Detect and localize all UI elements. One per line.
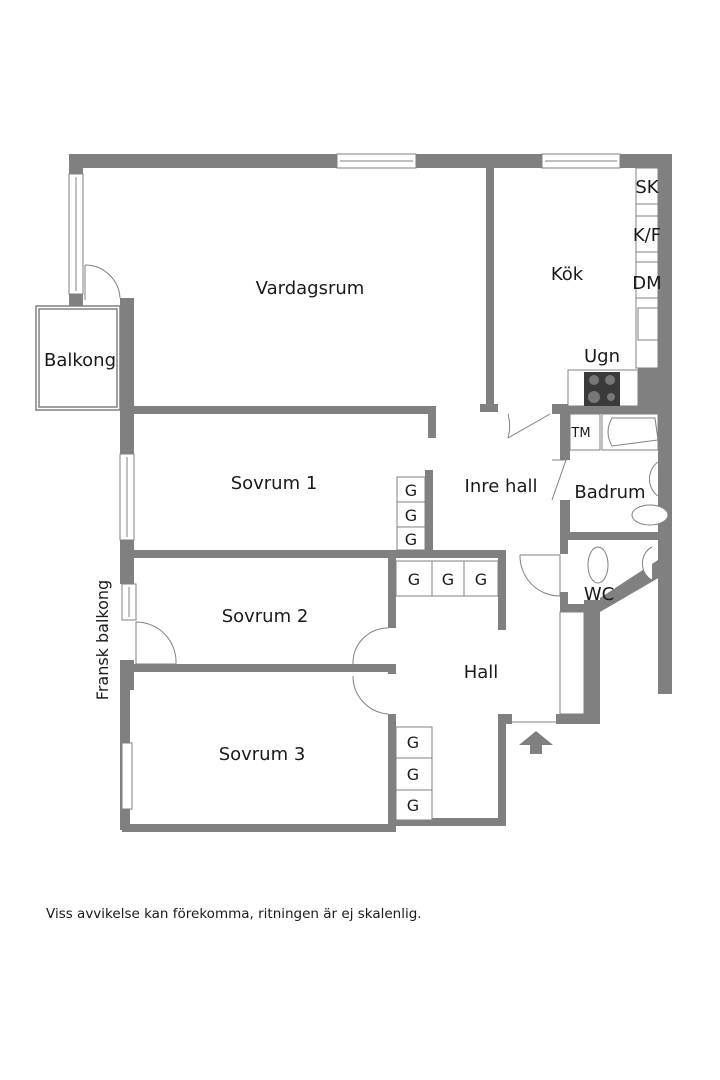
kitchen-unit-sk: SK [635,177,659,198]
windows [68,153,621,810]
laundry-tm: TM [570,426,590,441]
stove-icon [584,372,620,406]
wardrobe-labels: G G G G G G G G G [405,481,487,815]
entrance-arrow-icon [519,731,553,754]
room-label-inre-hall: Inre hall [465,476,538,497]
svg-text:G: G [405,530,417,549]
doors [84,264,585,723]
bathroom-fixtures [569,413,669,584]
balcony-outline [35,305,121,411]
room-label-sovrum1: Sovrum 1 [231,473,318,494]
kitchen-unit-dm: DM [632,273,661,294]
svg-text:G: G [475,570,487,589]
room-label-badrum: Badrum [574,482,645,503]
svg-text:G: G [408,570,420,589]
room-label-vardagsrum: Vardagsrum [256,278,365,299]
room-label-sovrum2: Sovrum 2 [222,606,309,627]
kitchen-unit-ugn: Ugn [584,346,620,367]
room-label-hall: Hall [464,662,499,683]
room-label-fransk-balkong: Fransk balkong [93,580,112,700]
svg-text:G: G [407,765,419,784]
walls [69,154,672,832]
room-label-sovrum3: Sovrum 3 [219,744,306,765]
wardrobes [395,476,499,821]
svg-text:G: G [442,570,454,589]
svg-text:G: G [407,796,419,815]
room-label-wc: WC [584,584,614,605]
room-label-kok: Kök [551,264,584,285]
room-label-balkong: Balkong [44,350,116,371]
disclaimer-text: Viss avvikelse kan förekomma, ritningen … [46,906,422,922]
kitchen-counter [567,167,659,407]
svg-text:G: G [405,506,417,525]
svg-text:G: G [407,733,419,752]
svg-text:G: G [405,481,417,500]
kitchen-unit-kf: K/F [633,225,661,246]
